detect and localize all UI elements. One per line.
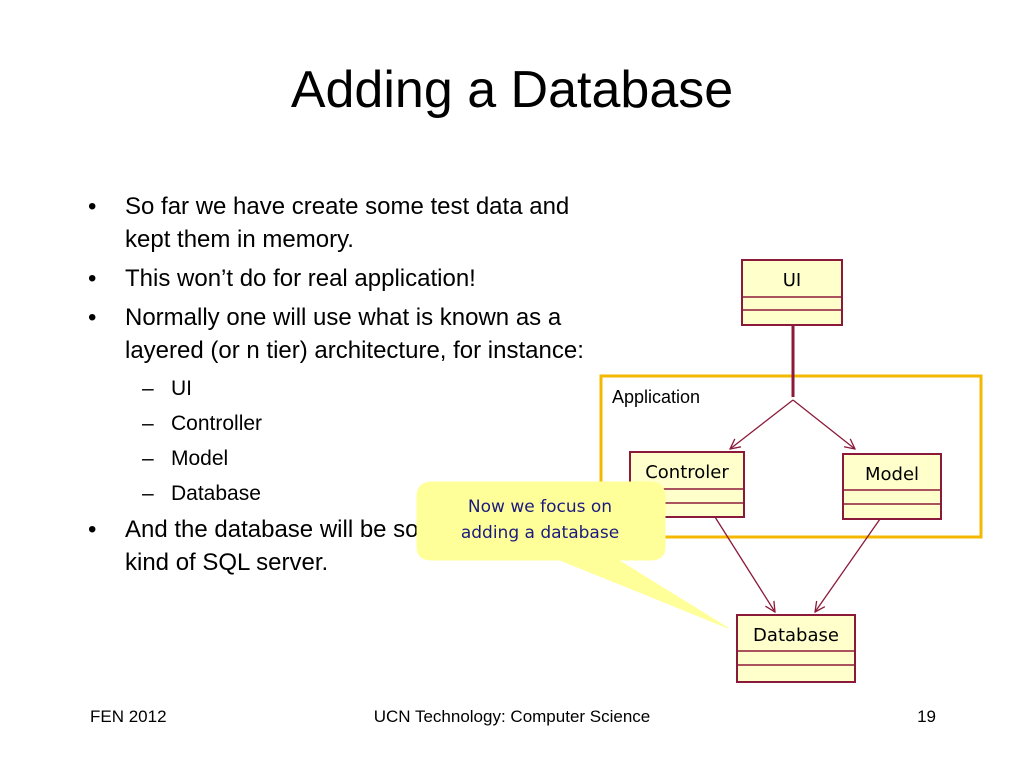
layer-sublist: –UI –Controller –Model –Database [88, 373, 598, 509]
bullet-dot: • [88, 304, 97, 331]
layer-item: –Controller [142, 412, 263, 435]
model-class-box: Model [842, 453, 942, 520]
model-class-name: Model [865, 464, 919, 485]
application-group-label: Application [612, 387, 700, 407]
bullet-dot: • [88, 516, 97, 543]
layer-item: –Database [142, 482, 261, 505]
database-class-box: Database [736, 614, 856, 683]
arrow-to-model [792, 399, 855, 449]
bullet-text: So far we have create some test data and… [125, 193, 570, 253]
callout-line: adding a database [460, 523, 620, 543]
callout-line: Now we focus on [467, 497, 613, 517]
bullet-dot: • [88, 265, 97, 292]
database-class-name: Database [753, 625, 839, 646]
callout-bubble [416, 481, 729, 629]
ui-class-box: UI [741, 259, 843, 326]
layer-label: Database [171, 482, 261, 505]
layer-item: –UI [142, 377, 192, 400]
slide-title: Adding a Database [290, 61, 734, 119]
layer-label: UI [171, 377, 192, 400]
footer-center: UCN Technology: Computer Science [373, 707, 651, 726]
bullet-text: And the database will be some kind of SQ… [125, 516, 452, 576]
bullet-item: • This won’t do for real application! [88, 262, 598, 295]
layer-label: Model [171, 447, 229, 470]
ui-class-name: UI [783, 270, 801, 291]
bullet-item: • And the database will be some kind of … [88, 513, 598, 579]
layer-label: Controller [171, 412, 263, 435]
bullet-dot: • [88, 193, 97, 220]
arrow-to-controler [730, 399, 794, 449]
layer-item: –Model [142, 447, 229, 470]
controler-class-name: Controler [645, 462, 729, 483]
bullet-text: Normally one will use what is known as a… [125, 304, 584, 364]
callout-text: Now we focus on adding a database [420, 494, 660, 546]
footer-left: FEN 2012 [90, 707, 167, 726]
arrow-controler-database [714, 516, 775, 612]
slide-number: 19 [917, 707, 936, 726]
arrow-model-database [815, 518, 881, 612]
bullet-item: • So far we have create some test data a… [88, 190, 598, 256]
bullet-text: This won’t do for real application! [125, 265, 476, 292]
bullet-item: • Normally one will use what is known as… [88, 301, 598, 367]
application-group-box [599, 374, 983, 539]
bullet-list: • So far we have create some test data a… [88, 190, 598, 585]
